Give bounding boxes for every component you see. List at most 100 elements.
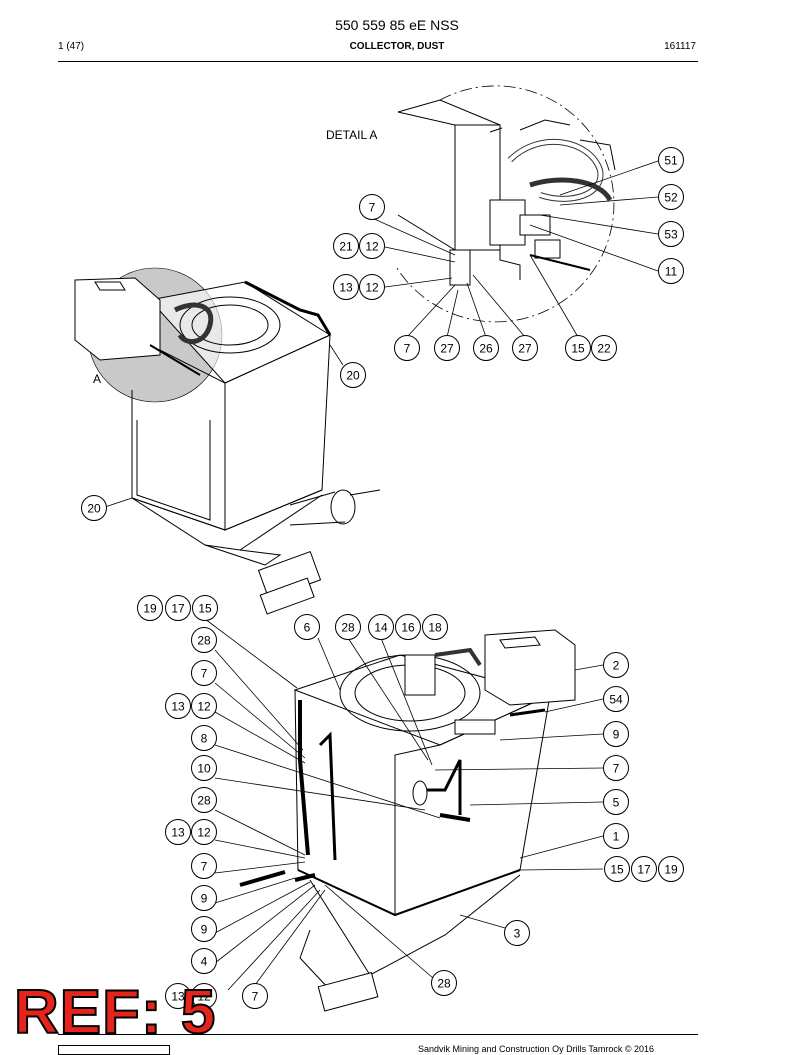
- callout-8: 8: [191, 725, 217, 751]
- callout-label: 28: [197, 794, 211, 808]
- callout-54: 54: [603, 686, 629, 712]
- callout-label: 7: [613, 762, 620, 776]
- callout-label: 3: [514, 927, 521, 941]
- callout-label: 13: [171, 700, 185, 714]
- callout-label: 5: [613, 796, 620, 810]
- callout-12: 12: [359, 274, 385, 300]
- callout-17: 17: [165, 595, 191, 621]
- callout-11: 11: [658, 258, 684, 284]
- callout-26: 26: [473, 335, 499, 361]
- callout-label: 14: [374, 621, 388, 635]
- callout-27: 27: [434, 335, 460, 361]
- callout-15: 15: [565, 335, 591, 361]
- callout-label: 54: [609, 693, 623, 707]
- callout-label: 28: [341, 621, 355, 635]
- callout-label: 10: [197, 762, 211, 776]
- callout-label: 27: [518, 342, 532, 356]
- callout-14: 14: [368, 614, 394, 640]
- callout-21: 21: [333, 233, 359, 259]
- callout-label: 26: [479, 342, 493, 356]
- callout-label: 2: [613, 659, 620, 673]
- callout-label: 17: [637, 863, 651, 877]
- callout-label: 7: [252, 990, 259, 1004]
- callout-label: 28: [197, 634, 211, 648]
- callout-label: 13: [171, 990, 185, 1004]
- callout-27: 27: [512, 335, 538, 361]
- callout-label: 4: [201, 955, 208, 969]
- callout-9: 9: [191, 885, 217, 911]
- callout-5: 5: [603, 789, 629, 815]
- callout-12: 12: [191, 693, 217, 719]
- detail-a-view: [394, 85, 616, 323]
- detail-title: DETAIL A: [326, 128, 377, 142]
- callout-label: 11: [665, 265, 678, 279]
- callout-51: 51: [658, 147, 684, 173]
- callout-label: 53: [664, 228, 678, 242]
- callout-7: 7: [242, 983, 268, 1009]
- callout-28: 28: [191, 627, 217, 653]
- callout-28: 28: [335, 614, 361, 640]
- callout-16: 16: [395, 614, 421, 640]
- callout-label: 13: [171, 826, 185, 840]
- callout-label: 17: [171, 602, 185, 616]
- ref-stamp: REF: 5: [13, 978, 217, 1047]
- callout-label: 9: [613, 728, 620, 742]
- callout-label: 7: [369, 201, 376, 215]
- callout-label: 22: [597, 342, 611, 356]
- callout-7: 7: [394, 335, 420, 361]
- footer-copyright: Sandvik Mining and Construction Oy Drill…: [418, 1044, 655, 1054]
- callout-3: 3: [504, 920, 530, 946]
- document-date: 161117: [664, 41, 696, 52]
- collector-upper-view: [74, 267, 381, 615]
- callout-label: 51: [664, 154, 678, 168]
- callout-19: 19: [658, 856, 684, 882]
- detail-marker: A: [93, 372, 101, 386]
- document-number: 550 559 85 eE NSS: [335, 17, 459, 33]
- callout-17: 17: [631, 856, 657, 882]
- callout-4: 4: [191, 948, 217, 974]
- callout-label: 27: [440, 342, 454, 356]
- callout-label: 12: [197, 700, 211, 714]
- callout-7: 7: [603, 755, 629, 781]
- callout-label: 15: [610, 863, 624, 877]
- callout-19: 19: [137, 595, 163, 621]
- callout-2: 2: [603, 652, 629, 678]
- page-indicator: 1 (47): [58, 41, 85, 52]
- part-title: COLLECTOR, DUST: [349, 41, 445, 52]
- callout-label: 20: [346, 369, 360, 383]
- callout-28: 28: [431, 970, 457, 996]
- callout-label: 15: [571, 342, 585, 356]
- callout-13: 13: [165, 693, 191, 719]
- callout-10: 10: [191, 755, 217, 781]
- callout-label: 8: [201, 732, 208, 746]
- callout-label: 7: [201, 667, 208, 681]
- callout-9: 9: [191, 916, 217, 942]
- collector-lower-view: [239, 629, 576, 1012]
- callout-20: 20: [340, 362, 366, 388]
- callout-label: 20: [87, 502, 101, 516]
- callout-12: 12: [359, 233, 385, 259]
- callout-label: 52: [664, 191, 678, 205]
- callout-13: 13: [165, 983, 191, 1009]
- callout-label: 16: [401, 621, 415, 635]
- footer-divider: [58, 1034, 698, 1035]
- callout-12: 12: [191, 983, 217, 1009]
- callout-label: 7: [201, 860, 208, 874]
- callout-label: 19: [664, 863, 678, 877]
- callout-12: 12: [191, 819, 217, 845]
- callout-label: 13: [339, 281, 353, 295]
- callout-label: 18: [428, 621, 442, 635]
- callout-label: 6: [304, 621, 311, 635]
- callout-15: 15: [604, 856, 630, 882]
- header-divider: [58, 61, 698, 62]
- callout-9: 9: [603, 721, 629, 747]
- callout-28: 28: [191, 787, 217, 813]
- callout-label: 9: [201, 892, 208, 906]
- callout-53: 53: [658, 221, 684, 247]
- callout-label: 15: [198, 602, 212, 616]
- callout-20: 20: [81, 495, 107, 521]
- callout-22: 22: [591, 335, 617, 361]
- callout-label: 12: [197, 826, 211, 840]
- callout-7: 7: [191, 660, 217, 686]
